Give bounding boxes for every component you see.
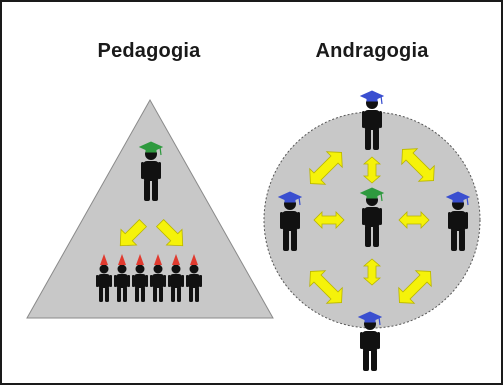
student-hats bbox=[100, 254, 198, 265]
pedagogia-triangle bbox=[26, 98, 274, 319]
double-arrow-left-icon bbox=[313, 211, 345, 229]
arrow-down-left-icon bbox=[119, 218, 148, 247]
pedagogia-title: Pedagogia bbox=[97, 40, 201, 62]
double-arrow-right-icon bbox=[398, 211, 430, 229]
double-arrow-top-left-icon bbox=[309, 151, 343, 185]
double-arrow-down-icon bbox=[362, 258, 382, 286]
double-arrow-up-icon bbox=[362, 156, 382, 184]
double-arrow-bottom-left-icon bbox=[309, 270, 343, 304]
andragogia-title: Andragogia bbox=[315, 40, 429, 62]
arrow-down-right-icon bbox=[155, 218, 184, 247]
double-arrow-top-right-icon bbox=[401, 148, 435, 182]
double-arrow-bottom-right-icon bbox=[398, 270, 432, 304]
